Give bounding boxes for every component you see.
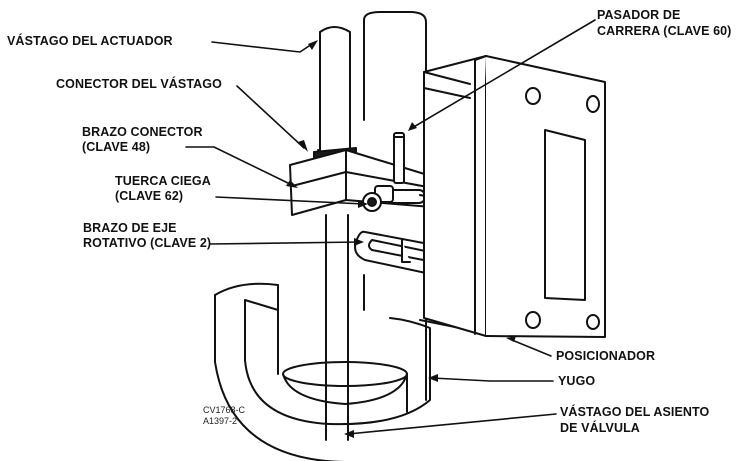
valve-stem-drawing [325,214,349,441]
label-cap-nut-line1: TUERCA CIEGA [115,174,211,188]
label-shaft-arm-line2: ROTATIVO (CLAVE 2) [83,236,212,250]
arrowheads [286,40,516,438]
positioner-drawing [423,55,606,338]
label-connector-arm-line1: BRAZO CONECTOR [82,125,203,139]
yoke-base-drawing [214,282,431,461]
leader-connector-arm [185,146,293,186]
travel-pin-drawing [393,132,405,184]
leader-stem-connector [236,85,305,149]
cap-nut-drawing [362,185,394,212]
yoke-upright [363,11,427,401]
leader-travel-pin [411,19,596,129]
label-travel-pin-line2: CARRERA (CLAVE 60) [597,24,732,38]
leader-shaft-arm [209,241,361,245]
drawing-code-line2: A1397-2 [203,416,238,426]
leader-actuator-stem [211,41,313,53]
label-actuator-stem: VÁSTAGO DEL ACTUADOR [7,34,173,48]
label-seat-stem-line2: DE VÁLVULA [560,421,640,435]
label-positioner: POSICIONADOR [556,349,656,363]
leader-yoke [431,377,554,382]
label-seat-stem-line1: VÁSTAGO DEL ASIENTO [560,405,710,419]
leader-positioner [511,339,552,357]
label-cap-nut-line2: (CLAVE 62) [115,189,184,203]
label-connector-arm-line2: (CLAVE 48) [82,140,151,154]
drawing-code-line1: CV1768-C [203,405,246,415]
leader-seat-stem [347,413,557,435]
leader-lines [185,19,596,435]
connector-arm-drawing [289,149,445,216]
label-shaft-arm-line1: BRAZO DE EJE [83,221,177,235]
leader-cap-nut [215,196,365,205]
label-travel-pin-line1: PASADOR DE [597,8,681,22]
label-stem-connector: CONECTOR DEL VÁSTAGO [56,77,222,91]
actuator-stem-drawing [317,26,353,156]
label-yoke: YUGO [558,374,596,388]
